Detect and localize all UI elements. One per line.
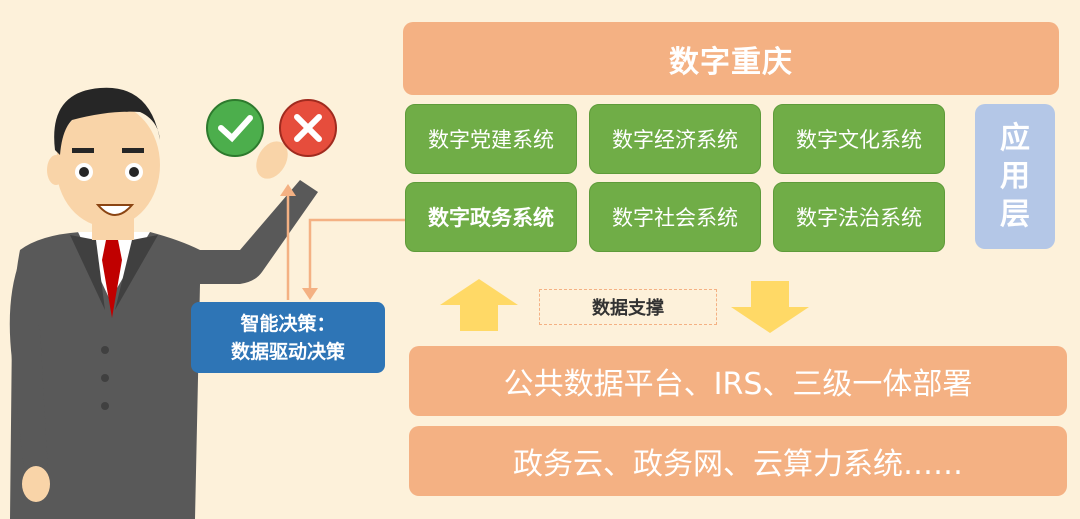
cross-icon	[279, 99, 337, 157]
decision-box: 智能决策： 数据驱动决策	[191, 302, 385, 373]
system-box-society: 数字社会系统	[589, 182, 761, 252]
decision-line-2: 数据驱动决策	[230, 340, 345, 363]
page-title: 数字重庆	[403, 22, 1059, 95]
system-box-culture: 数字文化系统	[773, 104, 945, 174]
decision-line-1: 智能决策：	[240, 312, 336, 335]
layer-char: 应	[1000, 120, 1030, 156]
application-layer-label: 应 用 层	[975, 104, 1055, 249]
infrastructure-layer-bar: 政务云、政务网、云算力系统……	[409, 426, 1067, 496]
arrow-up-icon	[440, 279, 518, 331]
system-box-government: 数字政务系统	[405, 182, 577, 252]
system-box-law: 数字法治系统	[773, 182, 945, 252]
data-support-label: 数据支撑	[539, 289, 717, 325]
system-box-economy: 数字经济系统	[589, 104, 761, 174]
platform-layer-bar: 公共数据平台、IRS、三级一体部署	[409, 346, 1067, 416]
layer-char: 用	[1000, 158, 1030, 194]
system-box-party: 数字党建系统	[405, 104, 577, 174]
arrow-down-icon	[731, 281, 809, 333]
check-icon	[206, 99, 264, 157]
person-illustration	[9, 87, 318, 519]
layer-char: 层	[1000, 196, 1030, 232]
decision-connector	[280, 184, 406, 300]
